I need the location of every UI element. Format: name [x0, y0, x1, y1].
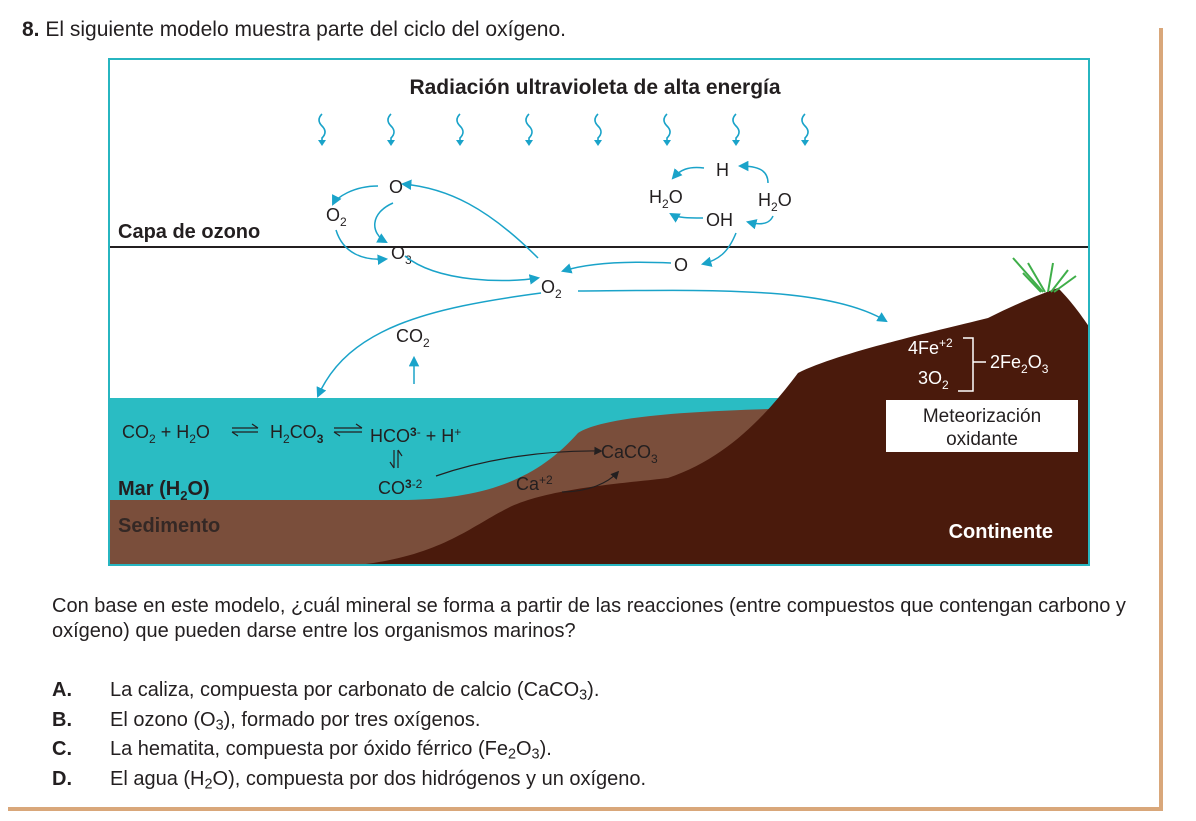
cycle-arrows — [316, 160, 888, 398]
continent-label: Continente — [949, 521, 1053, 543]
svg-text:H2O: H2O — [758, 190, 792, 214]
answer-options: A. La caliza, compuesta por carbonato de… — [52, 676, 646, 794]
option-a[interactable]: A. La caliza, compuesta por carbonato de… — [52, 676, 646, 706]
question-header: 8. El siguiente modelo muestra parte del… — [22, 18, 566, 42]
svg-text:CO2: CO2 — [396, 326, 430, 350]
question-number: 8. — [22, 18, 40, 41]
continent-landmass — [348, 288, 1090, 566]
figure-border — [108, 58, 1090, 566]
page-frame-bottom — [8, 807, 1163, 811]
option-d-text: El agua (H2O), compuesta por dos hidróge… — [110, 767, 647, 793]
svg-text:O2: O2 — [326, 205, 347, 229]
option-d[interactable]: D. El agua (H2O), compuesta por dos hidr… — [52, 765, 646, 795]
option-c-text: La hematita, compuesta por óxido férrico… — [110, 738, 552, 763]
equilibrium-arrows — [231, 423, 620, 493]
weathering-box — [886, 400, 1078, 452]
svg-text:H2O: H2O — [649, 187, 683, 211]
uv-arrowheads — [318, 140, 809, 146]
sea-label: Mar (H2O) — [118, 478, 210, 503]
grass-icon — [1012, 257, 1077, 293]
svg-text:O: O — [389, 177, 403, 197]
uv-radiation-title: Radiación ultravioleta de alta energía — [409, 76, 780, 99]
iron-bracket — [958, 337, 986, 392]
weathering-label-line2: oxidante — [946, 429, 1018, 450]
svg-text:O2: O2 — [541, 277, 562, 301]
oxygen-cycle-diagram: Radiación ultravioleta de alta energía C… — [108, 58, 1090, 566]
page-frame-right — [1159, 28, 1163, 810]
svg-text:OH: OH — [706, 210, 733, 230]
option-c[interactable]: C. La hematita, compuesta por óxido férr… — [52, 735, 646, 765]
svg-text:HCO3- + H+: HCO3- + H+ — [370, 425, 461, 446]
sediment-label: Sedimento — [118, 515, 220, 537]
svg-text:O: O — [674, 255, 688, 275]
option-d-letter: D. — [52, 767, 72, 790]
question-stem: El siguiente modelo muestra parte del ci… — [45, 18, 566, 41]
option-a-letter: A. — [52, 679, 72, 702]
option-a-text: La caliza, compuesta por carbonato de ca… — [110, 679, 600, 704]
question-prompt: Con base en este modelo, ¿cuál mineral s… — [52, 595, 1126, 642]
option-b-letter: B. — [52, 708, 72, 731]
weathering-label-line1: Meteorización — [923, 406, 1041, 427]
option-c-letter: C. — [52, 738, 72, 761]
uv-ray-icons — [318, 113, 809, 142]
option-b[interactable]: B. El ozono (O3), formado por tres oxíge… — [52, 706, 646, 736]
svg-text:H: H — [716, 160, 729, 180]
option-b-text: El ozono (O3), formado por tres oxígenos… — [110, 708, 481, 734]
ozone-layer-label: Capa de ozono — [118, 221, 260, 243]
